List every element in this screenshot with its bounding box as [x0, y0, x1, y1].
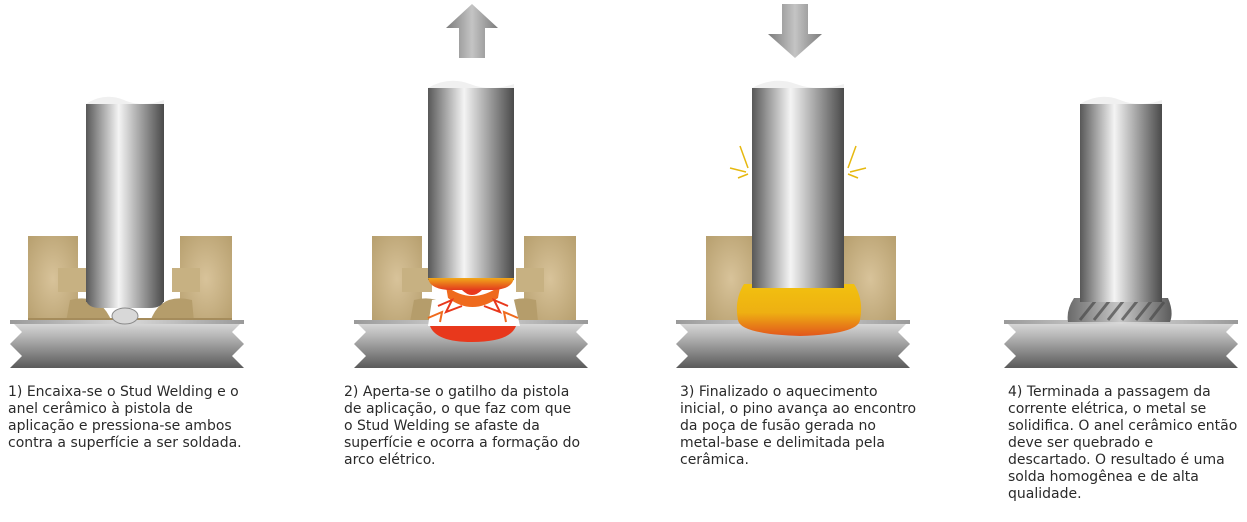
up-arrow-icon: [446, 4, 498, 58]
ceramic-ring: [28, 236, 232, 322]
spark-icon: [729, 145, 867, 179]
step-2-caption: 2) Aperta-se o gatilho da pistola de apl…: [344, 384, 581, 468]
weld-collar: [1067, 298, 1172, 322]
base-metal-plate: [354, 320, 588, 368]
base-metal-plate: [1004, 320, 1238, 368]
step-4-illustration: [1004, 96, 1238, 368]
step-1-caption: 1) Encaixa-se o Stud Welding e o anel ce…: [8, 384, 242, 451]
step-3-caption: 3) Finalizado o aquecimento inicial, o p…: [680, 384, 917, 468]
stud: [86, 96, 164, 325]
welding-diagram: [10, 4, 1238, 368]
step-4-caption: 4) Terminada a passagem da corrente elét…: [1008, 384, 1238, 502]
base-metal-plate: [10, 320, 244, 368]
step-3-illustration: [676, 4, 910, 368]
step-1-illustration: [10, 96, 244, 368]
down-arrow-icon: [768, 4, 822, 58]
electric-arc: [427, 286, 520, 326]
ceramic-ring: [372, 236, 576, 322]
stud: [428, 80, 514, 295]
step-2-illustration: [354, 4, 588, 368]
stud: [752, 80, 844, 288]
stud: [1080, 96, 1162, 302]
molten-pool: [736, 284, 862, 336]
